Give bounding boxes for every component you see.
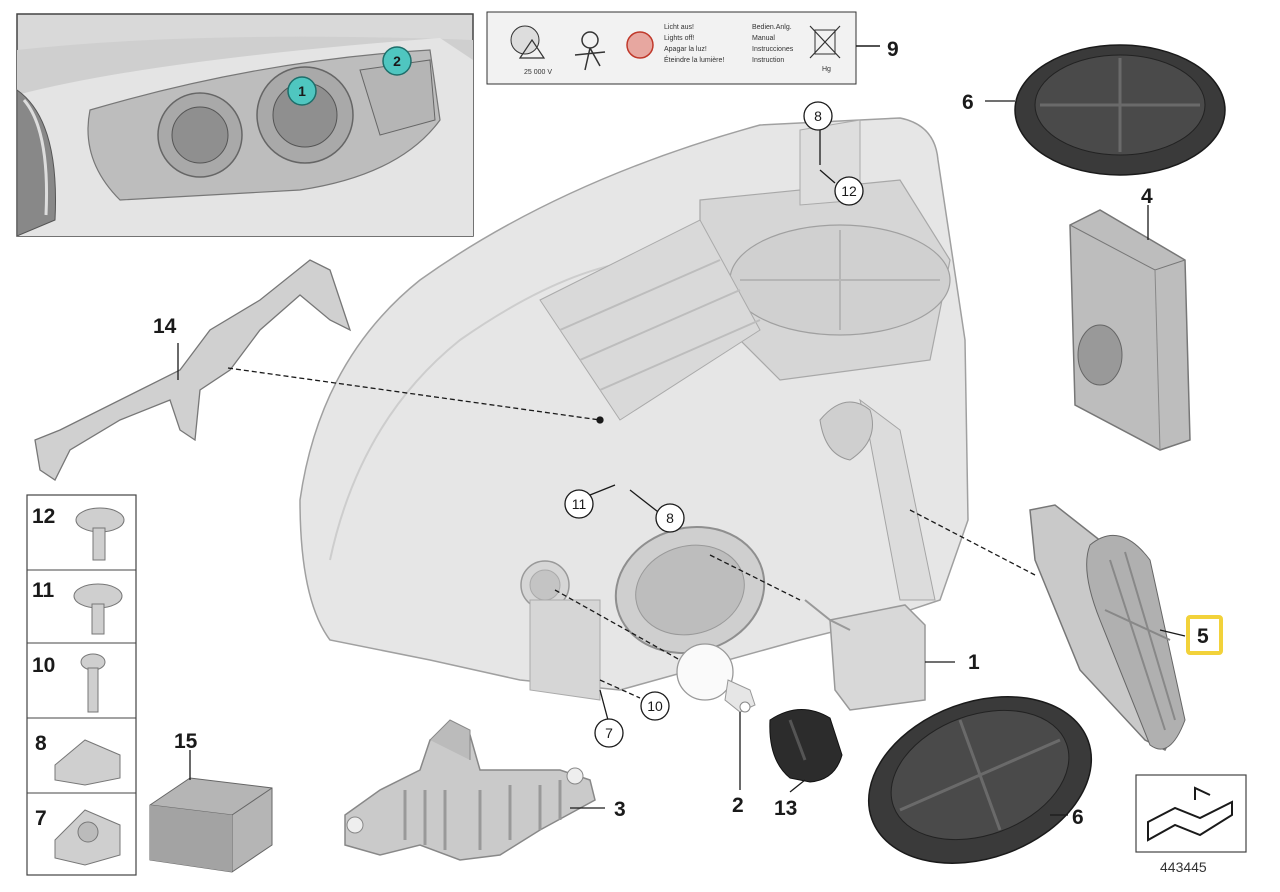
part-number-2: 2 <box>732 794 744 817</box>
legend-12-number: 12 <box>32 505 55 528</box>
document-number: 443445 <box>1160 859 1207 875</box>
label-line-3: Apagar la luz! <box>664 46 707 53</box>
orientation-icon <box>1147 800 1233 842</box>
part-number-1: 1 <box>968 651 980 674</box>
bulb-part <box>676 643 756 713</box>
part-5-highlight <box>1186 615 1223 655</box>
led-module-part <box>1069 209 1191 451</box>
label-line-1: Licht aus! <box>664 24 694 31</box>
vent-cover-part <box>1029 504 1186 752</box>
part-number-9: 9 <box>887 38 899 61</box>
leader-lines <box>177 100 1186 816</box>
high-voltage-icon <box>518 38 546 59</box>
label-voltage: 25 000 V <box>524 69 552 76</box>
cover-cap-top-part <box>1014 44 1226 176</box>
legend-10-number: 10 <box>32 654 55 677</box>
legend-8-number: 8 <box>35 732 47 755</box>
lights-off-icon <box>626 31 654 59</box>
control-unit-part <box>804 599 926 711</box>
part-number-6-bottom: 6 <box>1072 806 1084 829</box>
bracket-part <box>34 259 352 481</box>
callout-8-mid: 8 <box>666 510 674 526</box>
label-line-2: Lights off! <box>664 35 694 42</box>
headlight-warning-icon <box>510 25 540 55</box>
label-line-6: Manual <box>752 35 775 42</box>
part-numbers: 1 2 3 4 5 6 6 9 13 14 15 <box>153 38 1223 829</box>
label-line-5: Bedien.Anlg. <box>752 24 792 31</box>
label-line-8: Instruction <box>752 57 784 64</box>
part-number-6-top: 6 <box>962 91 974 114</box>
callout-7-low: 7 <box>605 725 613 741</box>
label-line-7: Instrucciones <box>752 46 794 53</box>
warning-label-part: 25 000 V Licht aus! Lights off! Apagar l… <box>486 11 880 85</box>
fastener-legend: 12 11 10 8 7 <box>26 494 137 876</box>
legend-7-number: 7 <box>35 807 47 830</box>
inset-marker-2-number: 2 <box>393 53 401 69</box>
document-number-box: 443445 <box>1135 774 1247 875</box>
label-hg: Hg <box>822 66 831 73</box>
part-number-3: 3 <box>614 798 626 821</box>
legend-11-number: 11 <box>32 579 55 602</box>
callout-8-top: 8 <box>814 108 822 124</box>
part-number-4: 4 <box>1141 185 1153 208</box>
cover-cap-bottom-part <box>867 696 1093 864</box>
part-number-5: 5 <box>1197 625 1209 648</box>
callout-11-mid: 11 <box>572 496 587 512</box>
part-number-13: 13 <box>774 797 797 820</box>
inset-marker-1-number: 1 <box>298 83 306 99</box>
inset-marker-1: 1 <box>287 76 317 106</box>
bulb-socket-part <box>769 709 843 783</box>
headlight-housing <box>299 117 969 701</box>
label-line-4: Éteindre la lumière! <box>664 55 724 64</box>
callout-10-low: 10 <box>647 698 663 714</box>
inset-marker-2: 2 <box>382 46 412 76</box>
heatsink-part <box>344 719 596 861</box>
repair-kit-part <box>149 777 273 873</box>
circled-callouts: 8 12 11 8 7 10 <box>564 101 864 748</box>
callout-12-top: 12 <box>841 183 857 199</box>
part-number-15: 15 <box>174 730 198 753</box>
part-number-14: 14 <box>153 315 177 338</box>
inset-view: 1 2 <box>16 13 474 237</box>
crossed-bin-icon <box>809 25 841 59</box>
